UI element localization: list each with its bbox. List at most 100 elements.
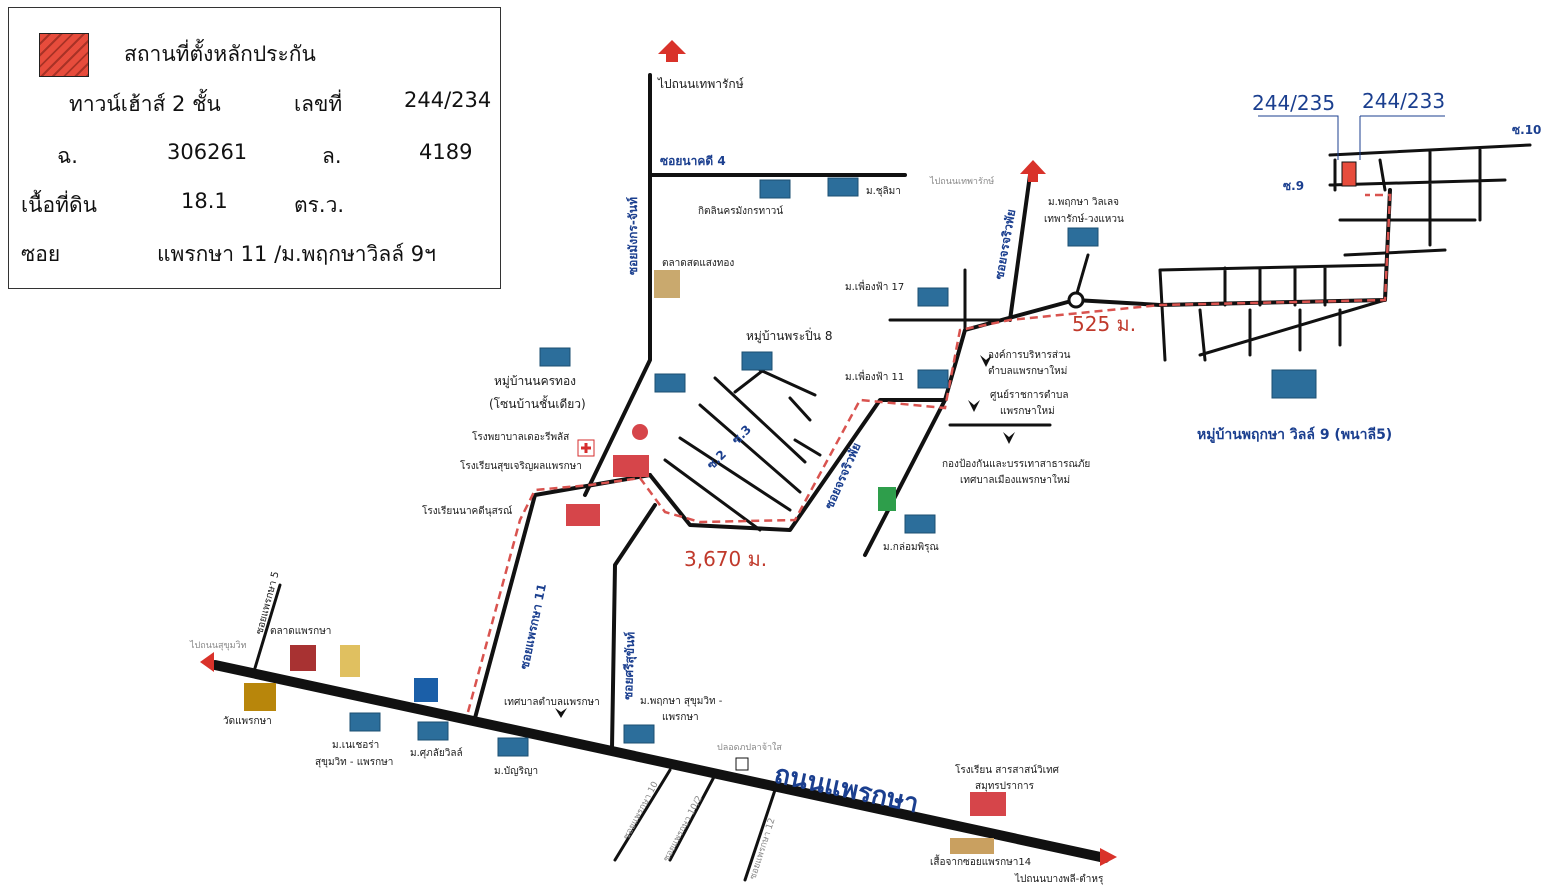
- label-m-sukanya: ม.ศุภลัยวิลล์: [410, 747, 463, 759]
- label-to-sukhumvit: ไปถนนสุขุมวิท: [189, 640, 247, 651]
- label-distance-near: 525 ม.: [1072, 312, 1136, 336]
- label-obt2: ตำบลแพรกษาใหม่: [988, 365, 1067, 377]
- label-road-praeksa: ถนนแพรกษา: [772, 760, 922, 820]
- label-fish-market: ปลอดภปลาจ้าใส: [717, 742, 782, 753]
- label-center: ศูนย์ราชการตำบล: [990, 389, 1068, 401]
- bank-icon: [414, 678, 438, 702]
- collateral-label: สถานที่ตั้งหลักประกัน: [124, 42, 316, 66]
- collateral-marker: [1341, 161, 1357, 187]
- arrow-west-icon: [200, 652, 214, 672]
- roads: [210, 73, 1532, 882]
- collateral-swatch: [39, 33, 89, 77]
- market-icon: [654, 270, 680, 298]
- area-label: เนื้อที่ดิน: [21, 193, 97, 217]
- label-mooban-prapin8: หมู่บ้านพระปิ่น 8: [746, 327, 832, 344]
- hospital-cross-icon: [581, 443, 591, 453]
- label-house-244-235: 244/235: [1252, 91, 1335, 115]
- flag-school-icon: [566, 504, 600, 526]
- road-soi-mangkorn: [583, 73, 652, 497]
- route-line: [466, 193, 1392, 713]
- label-m-pruksa-theparak: ม.พฤกษา วิลเลจ: [1048, 197, 1119, 208]
- number-value: 244/234: [404, 88, 492, 112]
- label-disaster: กองป้องกันและบรรเทาสาธารณภัย: [942, 458, 1090, 470]
- gas-station-icon: [632, 424, 648, 440]
- soi-label: ซอย: [21, 242, 61, 266]
- label-mooban-pruksa9: หมู่บ้านพฤกษา วิลล์ 9 (พนาลี5): [1197, 426, 1392, 443]
- label-nakhadi4: ซอยนาคดี 4: [660, 154, 726, 168]
- label-m-phueangfa17: ม.เพื่องฟ้า 17: [845, 279, 904, 293]
- label-m-phueangfa11: ม.เพื่องฟ้า 11: [845, 369, 904, 383]
- label-school-nakdinusorn: โรงเรียนนาคดีนุสรณ์: [422, 504, 512, 517]
- label-soi-praeksa10-2: ซอยแพรกษา 10/2: [662, 794, 705, 863]
- label-market-praeksa: ตลาดแพรกษา: [270, 626, 331, 637]
- arrow-north2-icon: [1020, 160, 1046, 182]
- label-m-nature: ม.เนเชอร่า: [332, 740, 379, 751]
- label-soi-praeksa10: ซอยแพรกษา 10: [622, 780, 661, 842]
- road-soi-praeksa11: [473, 473, 652, 720]
- label-municipality: เทศบาลตำบลแพรกษา: [504, 697, 600, 708]
- property-info-legend: สถานที่ตั้งหลักประกัน ทาวน์เฮ้าส์ 2 ชั้น…: [8, 7, 501, 289]
- label-distance-far: 3,670 ม.: [684, 547, 767, 571]
- chanote-label: ฉ.: [57, 144, 78, 168]
- road-praeksa-main: [210, 660, 1110, 863]
- label-to-theparak: ไปถนนเทพารักษ์: [657, 77, 744, 91]
- label-m-chulima: ม.ชุลิมา: [866, 186, 901, 197]
- label-m-pruksa-sukhumvit: ม.พฤกษา สุขุมวิท -: [640, 696, 723, 707]
- label-school-suchaoen: โรงเรียนสุขเจริญผลแพรกษา: [460, 459, 582, 472]
- road-soi-sisuksan: [610, 503, 657, 750]
- soi-value: แพรกษา 11 /ม.พฤกษาวิลล์ 9ฯ: [157, 242, 436, 266]
- label-m-klompirun: ม.กล่อมพิรุณ: [883, 542, 939, 553]
- label-hospital: โรงพยาบาลเดอะรีพลัส: [472, 430, 569, 443]
- road-soi-charoenrat-upper: [1008, 173, 1032, 322]
- label-soi-praeksa11: ซอยแพรกษา 11: [517, 582, 549, 670]
- label-m-nature2: สุขุมวิท - แพรกษา: [315, 757, 393, 768]
- label-school-sarasas: โรงเรียน สารสาสน์วิเทศ: [955, 763, 1060, 776]
- label-m-pruksa-theparak2: เทพารักษ์-วงแหวน: [1044, 213, 1124, 225]
- label-obt: องค์การบริหารส่วน: [988, 349, 1071, 361]
- label-kitlin: กิตลินครมังกรทาวน์: [698, 205, 783, 217]
- label-school-sarasas2: สมุทรปราการ: [975, 781, 1035, 792]
- label-soi-mangkorn: ซอยมังกร-จันท์: [626, 197, 640, 275]
- arrows: [200, 40, 1117, 866]
- flag-school-icon: [970, 792, 1006, 816]
- label-market-saengthong: ตลาดสดแสงทอง: [662, 258, 734, 269]
- park-icon: [878, 487, 896, 511]
- label-soi-praeksa14: เสื้อจากซอยแพรกษา14: [930, 854, 1031, 868]
- statue-icon: [340, 645, 360, 677]
- road-soi-charoenrat-lower: [863, 398, 947, 557]
- label-house-244-233: 244/233: [1362, 89, 1445, 113]
- flag-school-icon: [613, 455, 649, 477]
- label-m-banchiya: ม.บัญริญา: [494, 766, 538, 777]
- label-soi-charoenrat-upper: ซอยจรจริวพัย: [992, 208, 1018, 280]
- label-to-bangphli: ไปถนนบางพลี-ตำหรุ: [1014, 873, 1104, 885]
- label-mooban-nakhonthong2: (โซนบ้านชั้นเดียว): [489, 395, 586, 411]
- chanote-value: 306261: [167, 140, 248, 164]
- label-soi-9: ซ.9: [1283, 179, 1304, 193]
- arrow-north-icon: [658, 40, 686, 62]
- road-soi-praeksa5: [253, 583, 282, 670]
- road-grid: [663, 363, 822, 532]
- shop-icon: [950, 838, 994, 854]
- label-soi-10: ซ.10: [1512, 123, 1541, 137]
- label-soi-sisuksan: ซอยศรีสุขันท์: [621, 631, 638, 700]
- area-unit: ตร.ว.: [294, 193, 345, 217]
- temple-icon: [244, 683, 276, 711]
- number-label: เลขที่: [294, 92, 343, 116]
- area-value: 18.1: [181, 189, 228, 213]
- landmark-icons: [244, 177, 1317, 854]
- label-soi-3: ซ.3: [729, 422, 754, 447]
- road-soi-praeksa12: [743, 788, 777, 882]
- label-m-pruksa-sukhumvit2: แพรกษา: [662, 712, 699, 723]
- road-soi-praeksa10: [613, 768, 672, 862]
- road-soi-praeksa10-2: [668, 773, 717, 862]
- house-number-callouts: [1258, 115, 1445, 160]
- label-disaster2: เทศบาลเมืองแพรกษาใหม่: [960, 474, 1070, 486]
- land-no-label: ล.: [322, 144, 342, 168]
- label-wat-praeksa: วัดแพรกษา: [223, 716, 272, 727]
- bus-stop-icon: [735, 757, 749, 771]
- roundabout: [1067, 291, 1085, 309]
- label-mooban-nakhonthong: หมู่บ้านนครทอง: [494, 374, 576, 389]
- road-right-grid: [1158, 143, 1532, 362]
- label-center2: แพรกษาใหม่: [1000, 405, 1055, 417]
